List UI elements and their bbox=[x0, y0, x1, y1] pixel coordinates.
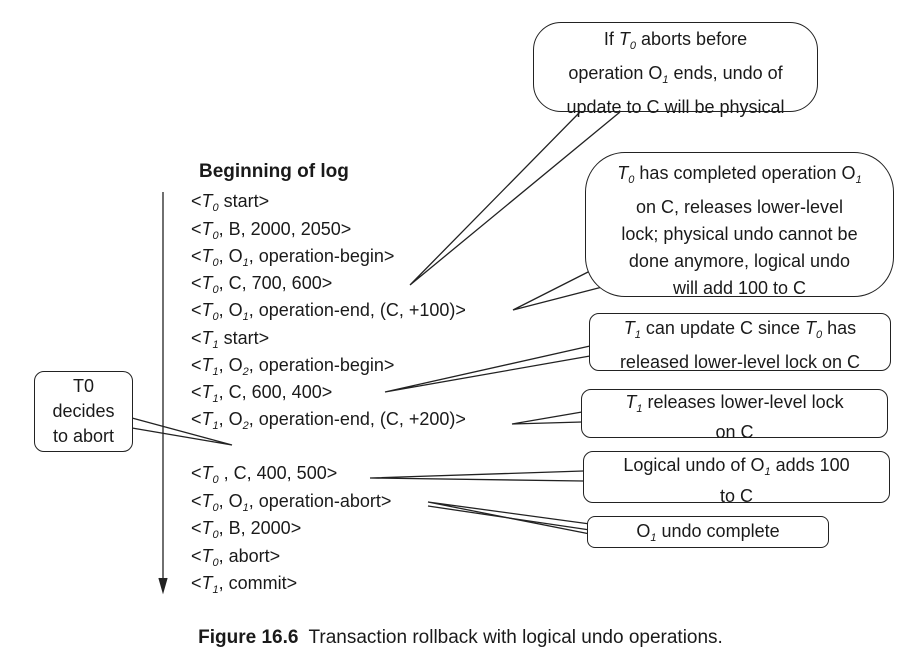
log-record: <T0, B, 2000> bbox=[191, 518, 302, 541]
note-t1-release-line1: T1 releases lower-level lock bbox=[625, 392, 844, 415]
pointer-abort-decision bbox=[131, 417, 233, 446]
pointer-t1-update bbox=[384, 345, 591, 393]
note-t1-update: T1 can update C since T0 has released lo… bbox=[589, 313, 891, 372]
note-undo-complete: O1 undo complete bbox=[587, 516, 829, 548]
log-title: Beginning of log bbox=[199, 161, 349, 182]
note-t1-release: T1 releases lower-level lock on C bbox=[581, 389, 888, 442]
note-abort-line3: to abort bbox=[52, 426, 115, 446]
pointer-undo-complete bbox=[427, 501, 591, 535]
figure-caption: Figure 16.6 Transaction rollback with log… bbox=[0, 627, 921, 649]
log-record: <T0, O1, operation-end, (C, +100)> bbox=[191, 300, 466, 323]
log-record: <T1, C, 600, 400> bbox=[191, 382, 333, 405]
log-record: <T0, O1, operation-abort> bbox=[191, 491, 392, 514]
log-record: <T0 , C, 400, 500> bbox=[191, 463, 338, 486]
log-record: <T0, O1, operation-begin> bbox=[191, 246, 395, 269]
note-logical-undo-info: T0 has completed operation O1 on C, rele… bbox=[585, 152, 894, 298]
log-record: <T0 start> bbox=[191, 191, 270, 214]
note-logical-undo-adds-line1: Logical undo of O1 adds 100 bbox=[623, 455, 850, 478]
caption-label: Figure 16.6 bbox=[198, 627, 299, 648]
pointer-physical-undo bbox=[409, 111, 621, 286]
note-undo-complete-line1: O1 undo complete bbox=[636, 521, 780, 544]
log-record: <T1, O2, operation-end, (C, +200)> bbox=[191, 409, 466, 432]
note-logical-undo-line4: done anymore, logical undo bbox=[628, 251, 851, 271]
note-physical-undo-line1: If T0 aborts before bbox=[603, 29, 748, 52]
note-logical-undo-adds: Logical undo of O1 adds 100 to C bbox=[583, 451, 890, 506]
note-logical-undo-adds-line2: to C bbox=[719, 486, 753, 506]
pointer-logical-undo-adds bbox=[369, 470, 584, 482]
note-abort-decision: T0 decides to abort bbox=[34, 371, 133, 452]
note-t1-release-line2: on C bbox=[715, 422, 754, 442]
note-logical-undo-line5: will add 100 to C bbox=[672, 278, 807, 298]
note-physical-undo-line2: operation O1 ends, undo of bbox=[568, 63, 783, 86]
note-logical-undo-line2: on C, releases lower-level bbox=[635, 197, 844, 217]
log-record: <T1, commit> bbox=[191, 573, 298, 596]
pointer-t1-release bbox=[511, 411, 583, 425]
note-t1-update-line2: released lower-level lock on C bbox=[619, 352, 861, 372]
pointer-undo-complete-2 bbox=[427, 505, 591, 531]
note-t1-update-line1: T1 can update C since T0 has bbox=[623, 318, 857, 341]
note-abort-line1: T0 bbox=[72, 376, 94, 396]
note-physical-undo: If T0 aborts before operation O1 ends, u… bbox=[533, 22, 818, 117]
log-record: <T0, B, 2000, 2050> bbox=[191, 219, 352, 242]
log-record: <T1 start> bbox=[191, 328, 270, 351]
log-record: <T1, O2, operation-begin> bbox=[191, 355, 395, 378]
note-abort-line2: decides bbox=[52, 401, 115, 421]
note-logical-undo-line3: lock; physical undo cannot be bbox=[621, 224, 858, 244]
pointer-logical-undo-info bbox=[512, 269, 611, 311]
log-record: <T0, C, 700, 600> bbox=[191, 273, 333, 296]
time-arrow-head bbox=[158, 577, 168, 595]
caption-text: Transaction rollback with logical undo o… bbox=[308, 627, 723, 648]
note-physical-undo-line3: update to C will be physical bbox=[566, 97, 785, 117]
log-record: <T0, abort> bbox=[191, 546, 281, 569]
note-logical-undo-line1: T0 has completed operation O1 bbox=[617, 163, 862, 186]
